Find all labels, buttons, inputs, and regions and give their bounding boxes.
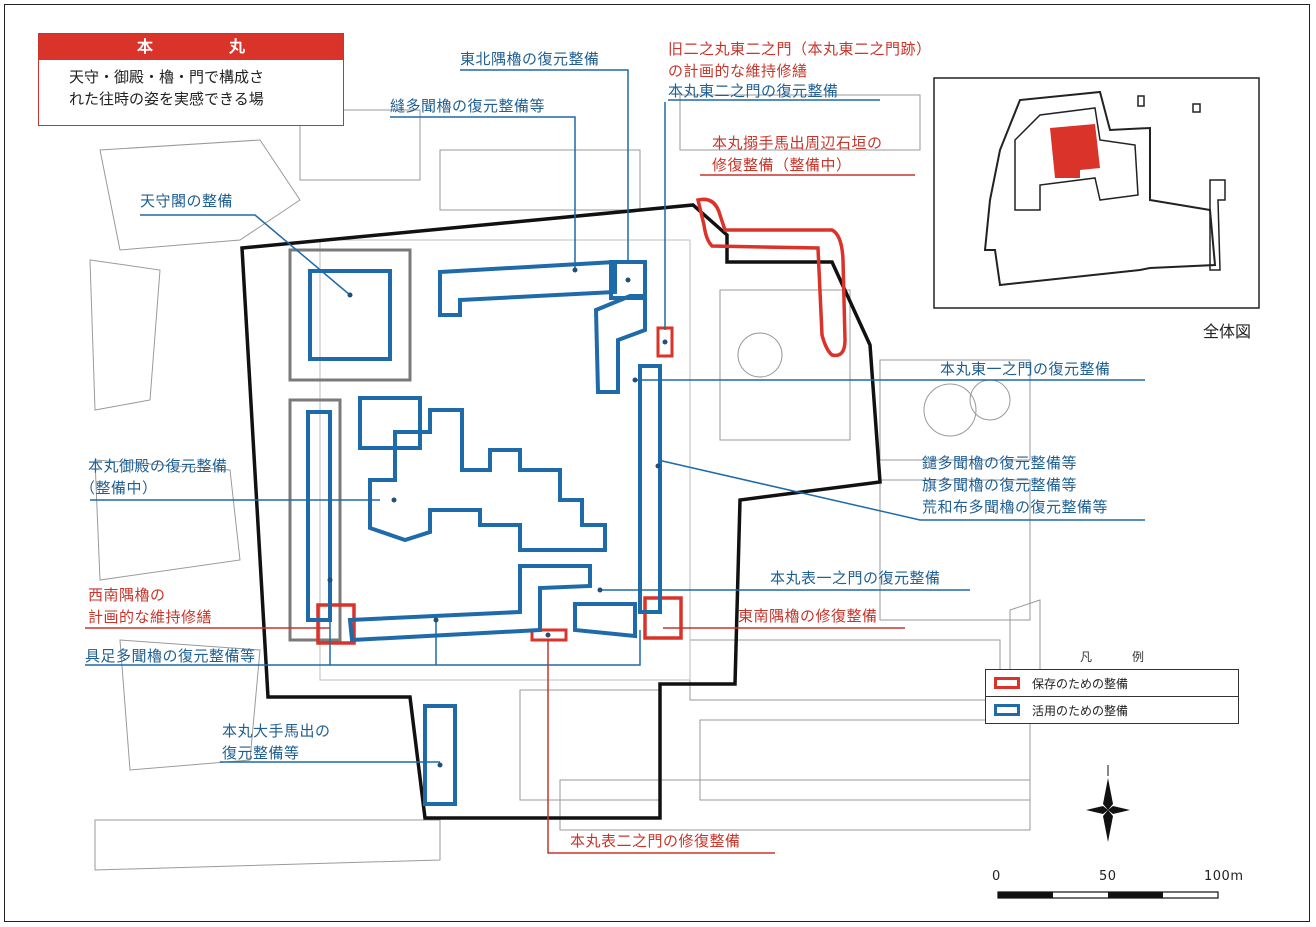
label-goten-line1: 本丸御殿の復元整備 (88, 457, 228, 475)
honmaru-boundary (240, 203, 882, 820)
legend-swatch-red (994, 677, 1020, 689)
label-kagi-line1: 鑓多聞櫓の復元整備等 (922, 454, 1078, 472)
title-description: 天守・御殿・櫓・門で構成さ れた往時の姿を実感できる場 (39, 60, 343, 110)
label-omote-ichinomon: 本丸表一之門の復元整備 (770, 569, 941, 587)
scale-bar (997, 891, 1219, 899)
label-seinan-line1: 西南隅櫓の (88, 586, 166, 604)
label-gusoku: 具足多聞櫓の復元整備等 (85, 647, 256, 665)
legend-swatch-blue (994, 704, 1020, 716)
goten-kitchen-box (358, 396, 422, 450)
label-kagi-line2: 旗多聞櫓の復元整備等 (922, 476, 1078, 494)
legend-item-preservation: 保存のための整備 (985, 669, 1239, 697)
legend-item-utilization: 活用のための整備 (985, 697, 1239, 724)
label-karamete-line1: 本丸搦手馬出周辺石垣の (712, 134, 883, 152)
tenshukaku-box (308, 269, 392, 361)
label-higashi-ichinomon: 本丸東一之門の復元整備 (940, 360, 1111, 378)
omote-ninomon-box (530, 628, 568, 642)
scale-tick-50: 50 (1099, 869, 1117, 884)
label-goten-line2: （整備中） (80, 479, 158, 497)
goten-box (368, 408, 607, 552)
title-description-line1: 天守・御殿・櫓・門で構成さ (69, 68, 265, 86)
omote-ichinomon-box (573, 602, 637, 639)
legend-item-label: 活用のための整備 (1032, 703, 1129, 718)
label-kyu-ninomaru-line1: 旧二之丸東二之門（本丸東二之門跡） (668, 40, 932, 58)
karamete-wall-outline (695, 197, 847, 358)
utilization-structures (306, 259, 662, 806)
higashi-ninomon-box (593, 294, 647, 394)
label-omote-ninomon: 本丸表二之門の修復整備 (570, 832, 741, 850)
label-tenshukaku: 天守閣の整備 (140, 192, 234, 210)
label-kagi-line3: 荒和布多聞櫓の復元整備等 (922, 498, 1109, 516)
nuitata-box (438, 259, 617, 317)
blue-leader-lines (85, 69, 1145, 763)
label-otemon-line1: 本丸大手馬出の (222, 722, 331, 740)
label-karamete-line2: 修復整備（整備中） (712, 156, 852, 174)
scale-tick-0: 0 (992, 869, 1001, 884)
higashi-ichinomon-box (638, 364, 662, 614)
label-tohoku-sumi: 東北隅櫓の復元整備 (460, 50, 600, 68)
label-higashi-ninomon: 本丸東二之門の復元整備 (668, 82, 839, 100)
seinan-sumi-box (316, 603, 356, 645)
legend-item-label: 保存のための整備 (1032, 676, 1129, 691)
label-otemon-line2: 復元整備等 (222, 744, 300, 762)
map-frame (4, 4, 1310, 922)
leader-dots (327, 267, 668, 768)
scale-tick-100: 100m (1204, 869, 1244, 884)
gusoku-box (306, 410, 332, 622)
label-kyu-ninomaru-line2: の計画的な維持修繕 (668, 62, 808, 80)
south-tamon-box (347, 564, 592, 643)
title-description-line2: れた往時の姿を実感できる場 (69, 90, 264, 108)
label-seinan-line2: 計画的な維持修繕 (88, 608, 213, 626)
legend: 凡例 保存のための整備 活用のための整備 (985, 648, 1239, 724)
label-nuitata: 縫多聞櫓の復元整備等 (390, 97, 546, 115)
north-arrow-icon (1086, 765, 1130, 842)
overview-caption: 全体図 (1203, 322, 1252, 341)
tonan-sumi-box (643, 596, 683, 640)
red-leader-lines (85, 174, 915, 854)
otemon-box (423, 704, 457, 806)
overview-inset (933, 77, 1260, 309)
label-tonan: 東南隅櫓の修復整備 (738, 607, 878, 625)
title-box: 本 丸 天守・御殿・櫓・門で構成さ れた往時の姿を実感できる場 (38, 33, 344, 126)
legend-title: 凡例 (1079, 650, 1184, 664)
title-heading: 本 丸 (39, 34, 343, 60)
